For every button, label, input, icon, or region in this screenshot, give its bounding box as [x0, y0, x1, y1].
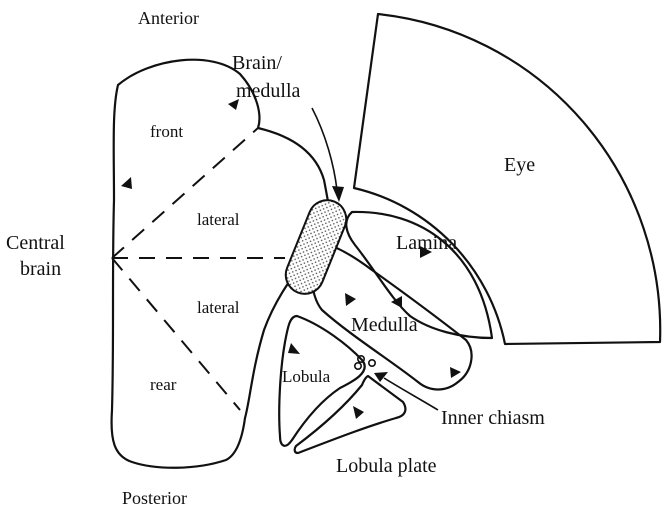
label-lobula-plate: Lobula plate	[336, 455, 437, 477]
inner-chiasm-fiber-2	[355, 363, 361, 369]
label-posterior: Posterior	[122, 488, 187, 508]
label-region-rear: rear	[150, 375, 177, 394]
direction-marker-front-left	[121, 177, 132, 189]
label-anterior: Anterior	[138, 8, 199, 28]
direction-marker-lobula-plate	[353, 406, 364, 419]
label-region-front: front	[150, 122, 183, 141]
inner-chiasm-pointer-head	[374, 372, 388, 382]
eye-outline	[354, 14, 660, 344]
brain-medulla-pointer-line	[312, 108, 337, 190]
label-central-brain-line1: Central	[6, 232, 65, 254]
label-inner-chiasm: Inner chiasm	[441, 407, 545, 429]
label-region-lateral-upper: lateral	[197, 210, 240, 229]
brain-medulla-pointer-head	[332, 186, 344, 202]
label-lobula: Lobula	[282, 367, 331, 386]
label-brain-medulla-line1: Brain/	[232, 52, 282, 74]
label-region-lateral-lower: lateral	[197, 298, 240, 317]
direction-marker-medulla-middle	[345, 293, 356, 306]
dashed-line-front	[112, 128, 258, 258]
label-central-brain-line2: brain	[20, 258, 61, 280]
label-medulla: Medulla	[351, 314, 418, 336]
label-eye: Eye	[504, 154, 535, 176]
direction-marker-lobula	[288, 343, 300, 354]
label-lamina: Lamina	[396, 232, 457, 254]
inner-chiasm-fiber-3	[369, 360, 375, 366]
brain-medulla-junction	[280, 194, 352, 299]
label-brain-medulla-line2: medulla	[236, 80, 301, 102]
direction-marker-medulla-lower	[450, 367, 461, 378]
